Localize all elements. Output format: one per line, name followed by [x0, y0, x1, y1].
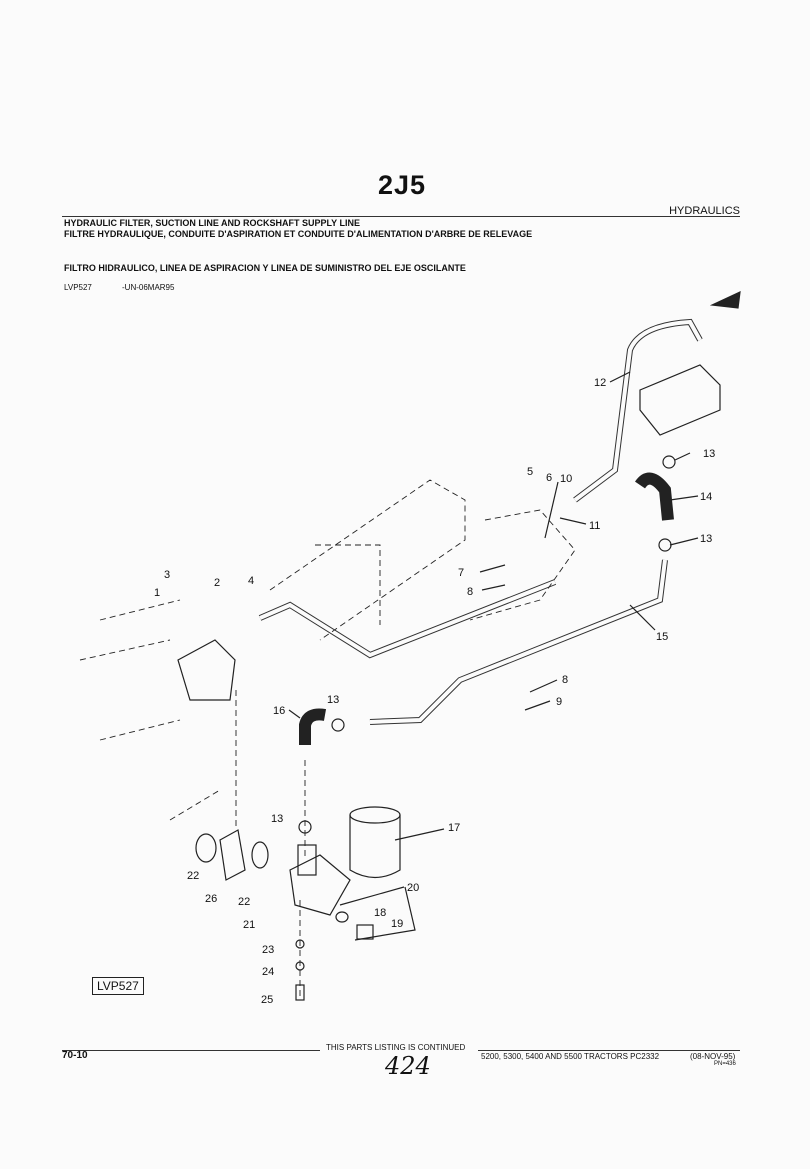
- header-rule: [62, 216, 740, 217]
- illustration-date: -UN-06MAR95: [122, 283, 175, 292]
- title-block: HYDRAULIC FILTER, SUCTION LINE AND ROCKS…: [64, 218, 532, 240]
- title-french: FILTRE HYDRAULIQUE, CONDUITE D'ASPIRATIO…: [64, 229, 533, 239]
- models-line: 5200, 5300, 5400 AND 5500 TRACTORS PC233…: [481, 1052, 660, 1061]
- section-name: HYDRAULICS: [669, 205, 740, 217]
- footer-rule-right: [478, 1050, 740, 1051]
- callout: 19: [391, 918, 403, 930]
- callout: 13: [327, 694, 339, 706]
- callout: 2: [214, 577, 220, 589]
- footer-rule-left: [62, 1050, 320, 1051]
- pn-number: PN=436: [714, 1061, 736, 1067]
- direction-arrow-icon: [709, 290, 741, 309]
- callout: 13: [703, 448, 715, 460]
- callout: 3: [164, 569, 170, 581]
- callout: 20: [407, 882, 419, 894]
- callout: 23: [262, 944, 274, 956]
- title-english: HYDRAULIC FILTER, SUCTION LINE AND ROCKS…: [64, 218, 361, 228]
- callout: 25: [261, 994, 273, 1006]
- callout: 10: [560, 473, 572, 485]
- callout: 15: [656, 631, 668, 643]
- callout: 24: [262, 966, 274, 978]
- page-number: 70-10: [62, 1050, 88, 1061]
- illustration-ref: LVP527: [64, 283, 92, 292]
- callout: 8: [562, 674, 568, 686]
- callout: 11: [589, 520, 600, 532]
- title-spanish: FILTRO HIDRAULICO, LINEA DE ASPIRACION Y…: [64, 263, 466, 273]
- callout: 21: [243, 919, 255, 931]
- callout: 1: [154, 587, 160, 599]
- page-code: 2J5: [378, 170, 427, 200]
- callout: 16: [273, 705, 285, 717]
- callout: 17: [448, 822, 460, 834]
- callout: 14: [700, 491, 712, 503]
- callout: 18: [374, 907, 386, 919]
- handwritten-number: 424: [385, 1052, 431, 1080]
- callout: 6: [546, 472, 552, 484]
- callout: 4: [248, 575, 254, 587]
- continued-note: THIS PARTS LISTING IS CONTINUED: [326, 1043, 466, 1052]
- diagram-lines: [79, 290, 741, 1001]
- callout: 26: [205, 893, 217, 905]
- illustration-label-box: LVP527: [92, 977, 144, 995]
- callouts: 1 2 3 4 5 6 7 8 9 8 10 11 12 13 14 13 15…: [154, 377, 715, 1006]
- callout: 12: [594, 377, 606, 389]
- revision-date: (08-NOV-95): [690, 1052, 736, 1061]
- callout: 5: [527, 466, 533, 478]
- callout: 22: [187, 870, 199, 882]
- callout: 8: [467, 586, 473, 598]
- callout: 7: [458, 567, 464, 579]
- callout: 9: [556, 696, 562, 708]
- callout: 13: [271, 813, 283, 825]
- callout: 13: [700, 533, 712, 545]
- callout: 22: [238, 896, 250, 908]
